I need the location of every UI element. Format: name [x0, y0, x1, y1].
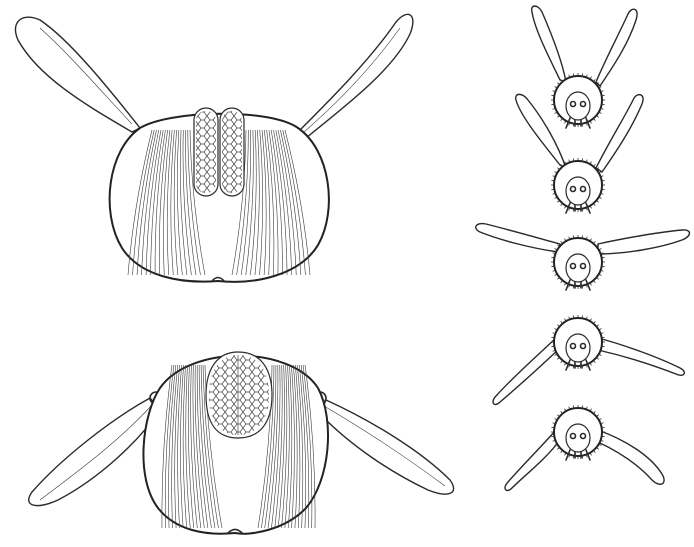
- bee-frame-3-head: [566, 254, 590, 282]
- wingbeat-sequence: [476, 6, 690, 490]
- bee-frame-3: [476, 224, 690, 290]
- bee-frame-1: [532, 6, 637, 128]
- bee-frame-5-left-wing: [505, 430, 560, 490]
- bee-frame-5: [505, 405, 664, 490]
- lower-right-wing: [320, 400, 454, 494]
- bee-frame-3-right-wing: [598, 230, 690, 254]
- upper-left-wing: [15, 17, 140, 132]
- bee-frame-4-right-wing: [598, 338, 684, 375]
- bee-frame-4-left-wing: [493, 338, 560, 404]
- bee-frame-5-right-wing: [598, 430, 664, 484]
- bee-frame-3-left-wing: [476, 224, 560, 252]
- bee-frame-4-head: [566, 334, 590, 362]
- bee-frame-4: [493, 315, 684, 404]
- bee-frame-1-head: [566, 92, 590, 120]
- bee-frame-5-head: [566, 424, 590, 452]
- bee-frame-1-right-wing: [596, 9, 637, 86]
- lower-left-wing: [29, 398, 160, 506]
- bee-frame-2-head: [566, 177, 590, 205]
- bee-frame-2-right-wing: [596, 95, 643, 172]
- upper-right-wing: [300, 14, 413, 138]
- bee-frame-1-left-wing: [532, 6, 566, 82]
- lower-cellular-gland: [206, 352, 272, 438]
- lower-thorax-section: [29, 352, 454, 534]
- upper-thorax-section: [15, 14, 412, 281]
